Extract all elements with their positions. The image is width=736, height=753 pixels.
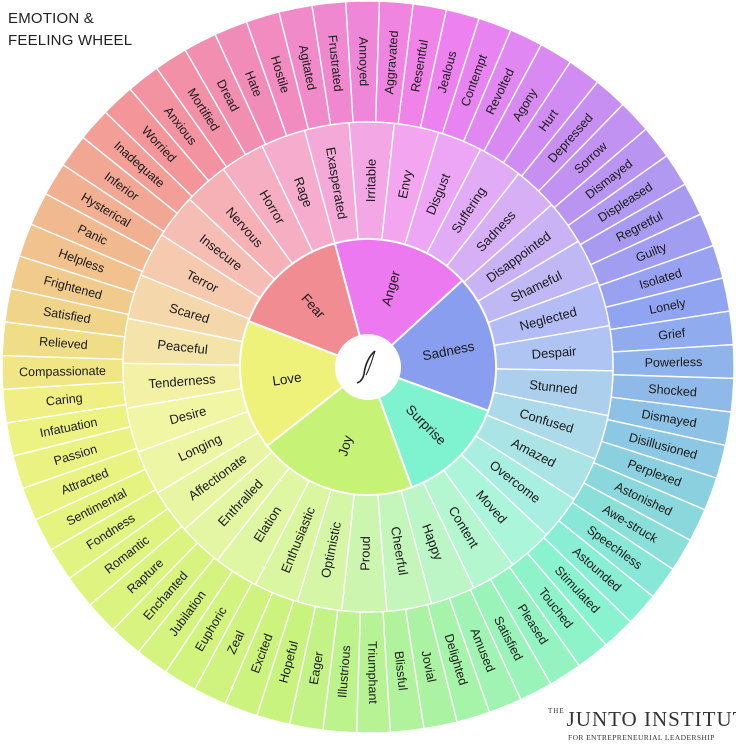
outer-emotion-label: Eager xyxy=(307,650,326,685)
center-circle xyxy=(337,336,399,398)
middle-emotion-label: Proud xyxy=(357,536,373,571)
title-line-1: EMOTION & xyxy=(8,10,94,27)
core-emotion-segment xyxy=(247,242,361,357)
outer-emotion-label: Compassionate xyxy=(19,364,106,379)
logo-brand: JUNTO INSTITUTE xyxy=(566,707,736,731)
middle-emotion-label: Irritable xyxy=(363,159,379,203)
core-emotion-label: Love xyxy=(271,370,302,389)
middle-emotion-label: Envy xyxy=(395,168,416,200)
outer-emotion-label: Shocked xyxy=(648,382,698,400)
outer-emotion-label: Annoyed xyxy=(356,37,371,87)
outer-emotion-label: Powerless xyxy=(645,355,703,370)
middle-emotion-label: Stunned xyxy=(529,377,579,397)
outer-emotion-label: Blissful xyxy=(392,650,410,691)
outer-emotion-label: Aggravated xyxy=(382,30,401,95)
outer-emotion-label: Frustrated xyxy=(325,34,345,92)
outer-emotion-label: Illustrious xyxy=(335,645,353,699)
outer-emotion-label: Jovial xyxy=(419,649,439,683)
middle-emotion-label: Despair xyxy=(531,343,577,361)
core-emotion-label: Joy xyxy=(335,433,355,458)
center-hub xyxy=(337,336,399,398)
middle-emotion-label: Tenderness xyxy=(148,371,217,391)
outer-emotion-label: Grief xyxy=(658,326,687,343)
logo-tagline: FOR ENTREPRENEURIAL LEADERSHIP xyxy=(568,733,715,742)
core-emotion-segment xyxy=(333,238,464,347)
outer-emotion-label: Relieved xyxy=(39,334,89,352)
middle-emotion-label: Peaceful xyxy=(157,337,209,357)
core-emotion-segment xyxy=(239,319,345,448)
core-emotion-segment xyxy=(265,385,414,496)
core-emotion-segment xyxy=(377,376,490,489)
feather-quill-icon xyxy=(356,350,376,384)
logo-the: THE xyxy=(548,707,565,715)
core-emotion-segment xyxy=(390,279,497,413)
outer-emotion-label: Triumphant xyxy=(365,641,380,704)
outer-emotion-label: Caring xyxy=(45,391,83,409)
junto-logo: THEJUNTO INSTITUTE FOR ENTREPRENEURIAL L… xyxy=(548,707,736,747)
title-line-2: FEELING WHEEL xyxy=(8,32,133,49)
wheel-title: EMOTION & FEELING WHEEL xyxy=(8,8,132,52)
